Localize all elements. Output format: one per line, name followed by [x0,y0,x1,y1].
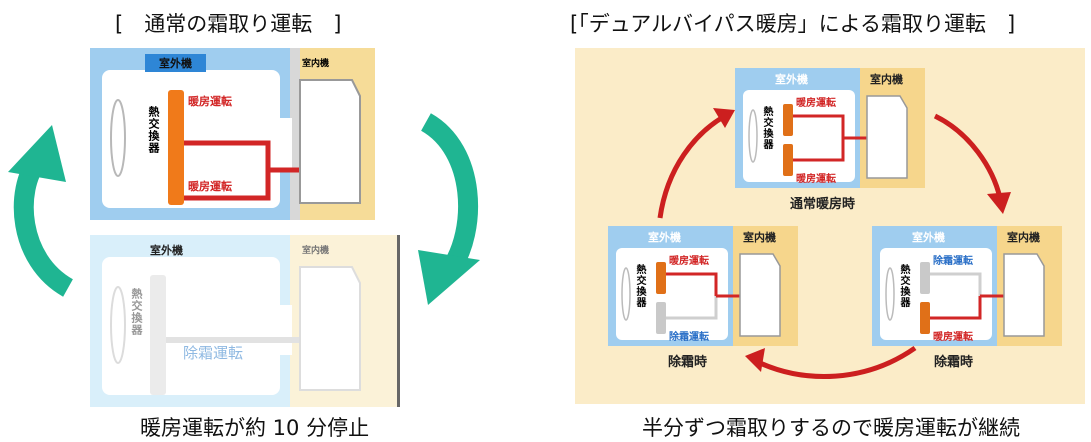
right-defrost-left-unit-graphic [608,226,798,346]
right-defrost-right-exchanger-label: 熱交換器 [898,264,909,308]
left-top-indoor-label: 室内機 [302,59,330,69]
left-top-outdoor-label: 室外機 [145,54,206,72]
left-title: [ 通常の霜取り運転 ] [115,12,342,36]
left-bottom-unit-graphic [90,235,400,407]
green-arrow-right [418,113,480,305]
right-normal-exchanger-label: 熱交換器 [761,106,772,150]
left-bottom-indoor-label: 室内機 [302,246,330,256]
right-title: [「デュアルバイパス暖房」による霜取り運転 ] [570,12,1016,36]
right-defrost-right-unit-graphic [872,226,1062,346]
right-defrost-right-top-label: 除霜運転 [933,256,973,267]
right-defrost-left-indoor-label: 室内機 [743,231,776,244]
left-bottom-defrost-label: 除霜運転 [183,344,244,362]
right-defrost-left-caption: 除霜時 [668,355,708,370]
left-bottom-outdoor-label: 室外機 [150,244,183,257]
right-defrost-left-bottom-label: 除霜運転 [669,332,709,343]
right-normal-caption: 通常暖房時 [790,197,856,212]
left-bottom-exchanger-label: 熱交換器 [130,288,143,336]
right-defrost-right-outdoor-label: 室外機 [912,231,945,244]
right-defrost-right-caption: 除霜時 [934,355,974,370]
left-top-heat-bottom-label: 暖房運転 [188,180,232,193]
right-defrost-left-unit [608,226,798,346]
green-arrow-left [8,125,74,297]
right-defrost-right-bottom-label: 暖房運転 [933,332,973,343]
right-defrost-right-unit [872,226,1062,346]
right-caption: 半分ずつ霜取りするので暖房運転が継続 [642,416,1020,440]
right-defrost-right-indoor-label: 室内機 [1007,231,1040,244]
left-caption: 暖房運転が約 10 分停止 [140,416,370,440]
right-normal-unit-graphic [735,68,925,188]
right-normal-top-label: 暖房運転 [796,98,836,109]
right-normal-unit [735,68,925,188]
right-defrost-left-top-label: 暖房運転 [669,256,709,267]
right-defrost-left-exchanger-label: 熱交換器 [634,264,645,308]
red-cycle-arrows [657,108,1011,380]
left-bottom-unit [90,235,400,407]
left-top-unit-graphic [90,48,375,220]
left-top-exchanger-label: 熱交換器 [147,106,160,154]
left-top-unit [90,48,375,220]
right-normal-indoor-label: 室内機 [870,73,903,86]
right-defrost-left-outdoor-label: 室外機 [648,231,681,244]
left-top-heat-top-label: 暖房運転 [188,95,232,108]
right-normal-bottom-label: 暖房運転 [796,174,836,185]
right-normal-outdoor-label: 室外機 [775,73,808,86]
